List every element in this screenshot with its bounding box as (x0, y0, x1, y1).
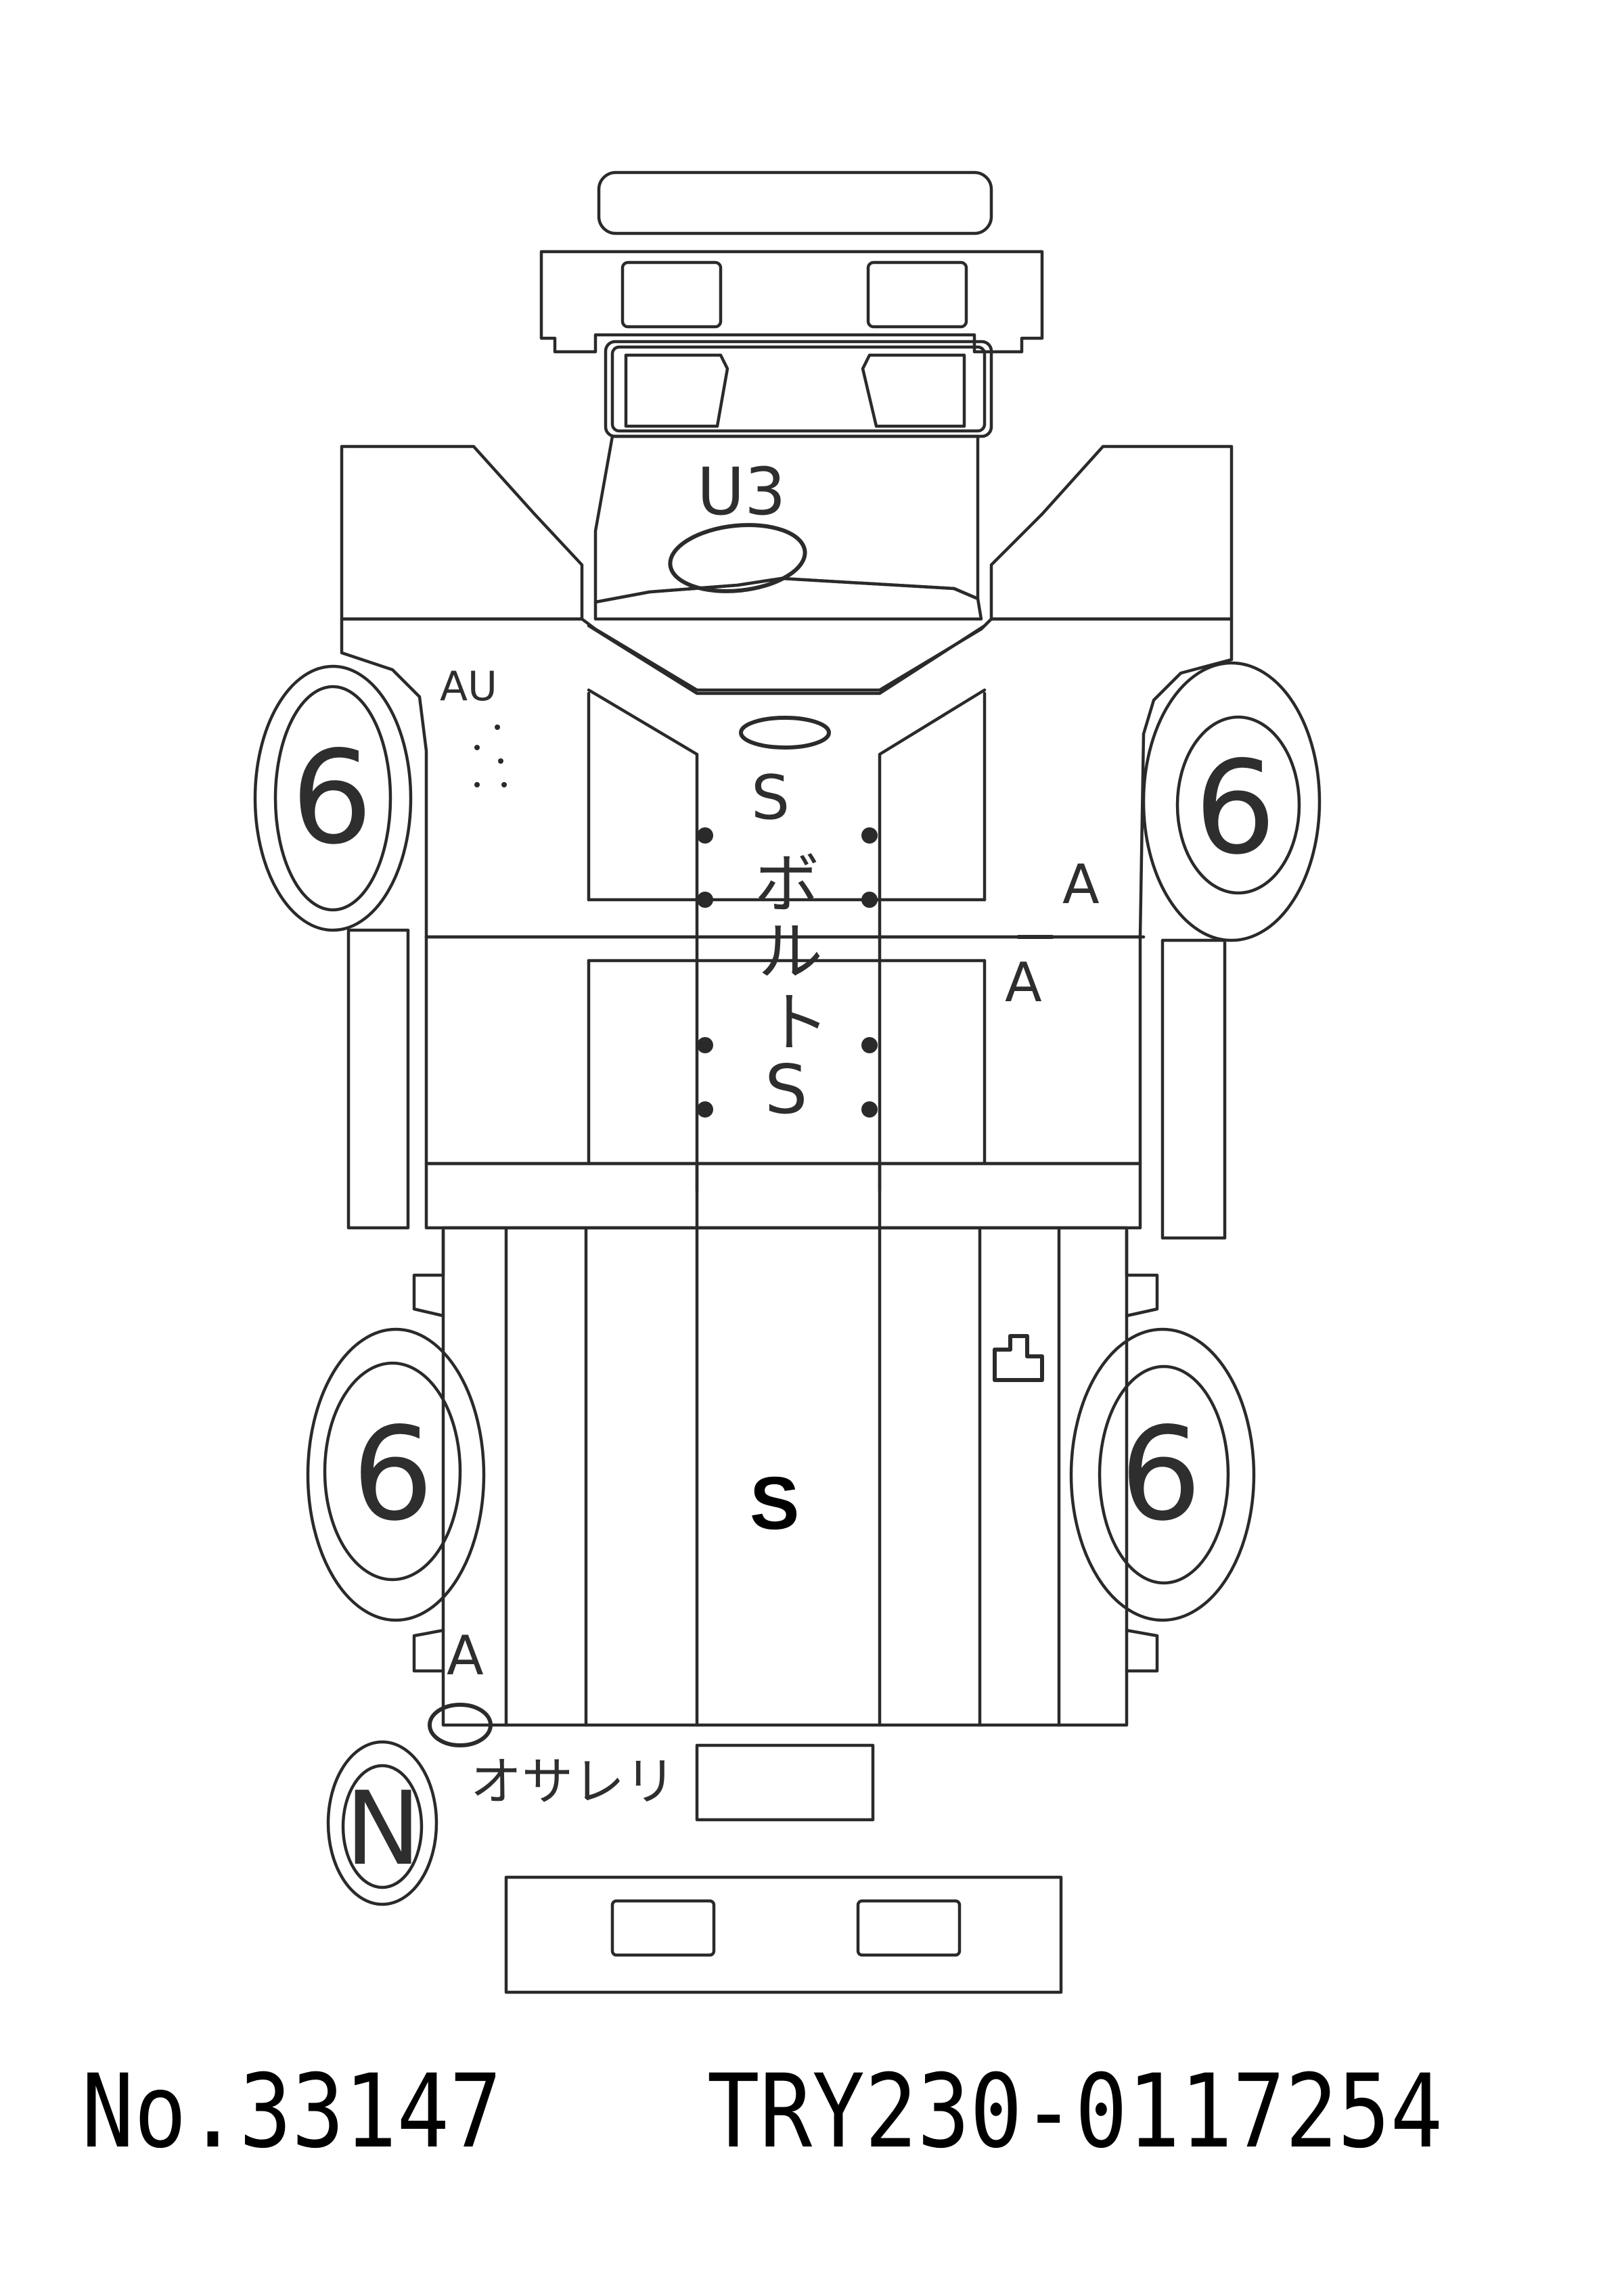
chassis-mark-2: ル (758, 914, 823, 990)
cab-body (340, 617, 1234, 1727)
front-grille-damage-mark: U3 (668, 454, 807, 593)
chassis-mark-4: S (765, 1050, 807, 1129)
left-front-door-mark-text: AU (440, 663, 497, 710)
rear-left-damage-mark (428, 1703, 493, 1747)
hood (593, 434, 983, 621)
right-front-fender (989, 444, 1234, 621)
chassis-mark-1: ボ (754, 846, 819, 922)
right-side-mark-upper-text: A (1062, 853, 1100, 916)
left-step (346, 928, 410, 1230)
left-front-fender (340, 444, 584, 621)
tire-front-left-text: 6 (291, 723, 373, 873)
tire-rear-left (306, 1327, 486, 1622)
chassis-bolt-dots (697, 827, 878, 1118)
spare-tire (326, 1740, 438, 1906)
bed-header (424, 1162, 1142, 1230)
lot-number: No.33147 (81, 2053, 502, 2171)
bed-mark-text: S (750, 1462, 799, 1545)
tire-rear-left-text: 6 (352, 1400, 434, 1549)
chassis-mark-3: ト (765, 985, 830, 1061)
front-bumper (597, 170, 993, 235)
cab-floor-mark-text: S (751, 762, 790, 833)
footer: No.33147 TRY230-0117254 (0, 2053, 1443, 2188)
rear-license-plate (695, 1743, 875, 1822)
bed-symbol-mark (993, 1334, 1044, 1382)
tire-front-right-text: 6 (1194, 733, 1276, 883)
tire-front-left (253, 664, 413, 932)
tire-rear-right-text: 6 (1120, 1400, 1202, 1549)
spare-tire-mark-text: N (345, 1770, 421, 1888)
rear-left-mark-text: A (447, 1624, 484, 1687)
chassis-bolt-note: ボ ル ト S (754, 846, 830, 1129)
rear-left-note-text: オサレリ (470, 1751, 676, 1812)
rear-bumper (504, 1875, 1063, 1994)
cab-floor-damage-mark: S (739, 716, 831, 833)
right-side-mark-lower-text: A (1005, 951, 1042, 1014)
right-step (1160, 938, 1227, 1240)
left-door-dots (474, 725, 507, 787)
headlight-panel (604, 340, 993, 438)
chassis-number: TRY230-0117254 (706, 2053, 1443, 2171)
front-grille-panel (539, 250, 1044, 354)
truck-bed (412, 1226, 1159, 1727)
tire-rear-right (1069, 1327, 1256, 1622)
front-grille-mark-text: U3 (697, 454, 786, 530)
tire-front-right (1142, 661, 1322, 942)
